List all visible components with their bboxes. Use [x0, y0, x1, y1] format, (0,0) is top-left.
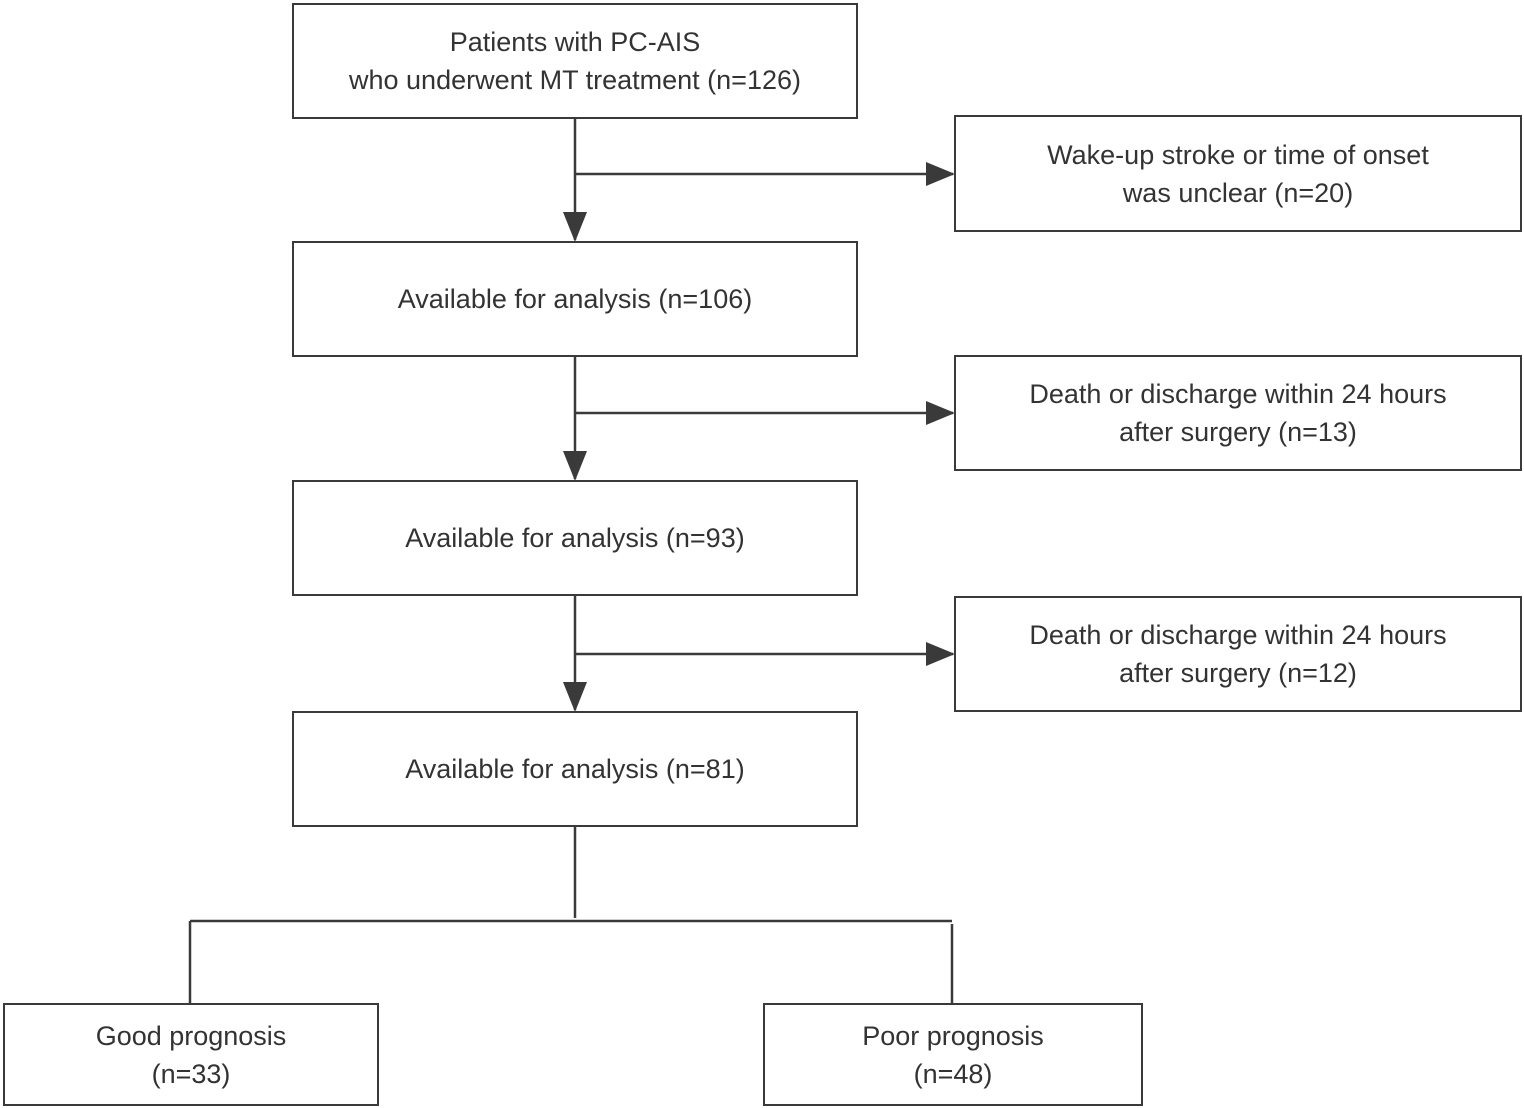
node-text-line: Available for analysis (n=93) [405, 523, 745, 553]
arrowhead-right-3 [926, 642, 955, 666]
node-poor-prognosis: Poor prognosis (n=48) [763, 1003, 1143, 1106]
node-text-line: who underwent MT treatment (n=126) [349, 65, 801, 95]
node-available-for-analysis-93: Available for analysis (n=93) [292, 480, 858, 596]
node-text-line: Death or discharge within 24 hours [1029, 620, 1447, 650]
node-text-line: Poor prognosis [862, 1020, 1044, 1051]
node-available-for-analysis-81: Available for analysis (n=81) [292, 711, 858, 827]
node-text-line: (n=48) [913, 1058, 993, 1089]
node-text-line: Available for analysis (n=81) [405, 754, 745, 784]
node-patients-with-pc-ais: Patients with PC-AIS who underwent MT tr… [292, 3, 858, 119]
arrowhead-right-2 [926, 401, 955, 425]
node-available-for-analysis-106: Available for analysis (n=106) [292, 241, 858, 357]
node-text-line: Patients with PC-AIS [449, 27, 701, 57]
node-exclusion-wake-up-stroke: Wake-up stroke or time of onset was uncl… [954, 115, 1522, 232]
arrowhead-right-1 [926, 162, 955, 186]
arrowhead-down-2 [563, 451, 587, 481]
node-exclusion-death-or-discharge-12: Death or discharge within 24 hours after… [954, 596, 1522, 712]
node-text-line: after surgery (n=13) [1119, 417, 1357, 447]
node-text-line: Available for analysis (n=106) [397, 284, 753, 314]
node-text-line: (n=33) [151, 1058, 231, 1089]
node-good-prognosis: Good prognosis (n=33) [3, 1003, 379, 1106]
node-text-line: Good prognosis [95, 1020, 287, 1051]
node-text-line: after surgery (n=12) [1119, 658, 1357, 688]
node-exclusion-death-or-discharge-13: Death or discharge within 24 hours after… [954, 355, 1522, 471]
arrowhead-down-3 [563, 682, 587, 712]
node-text-line: Wake-up stroke or time of onset [1047, 139, 1429, 170]
node-text-line: was unclear (n=20) [1122, 177, 1354, 208]
arrowhead-down-1 [563, 212, 587, 242]
node-text-line: Death or discharge within 24 hours [1029, 379, 1447, 409]
